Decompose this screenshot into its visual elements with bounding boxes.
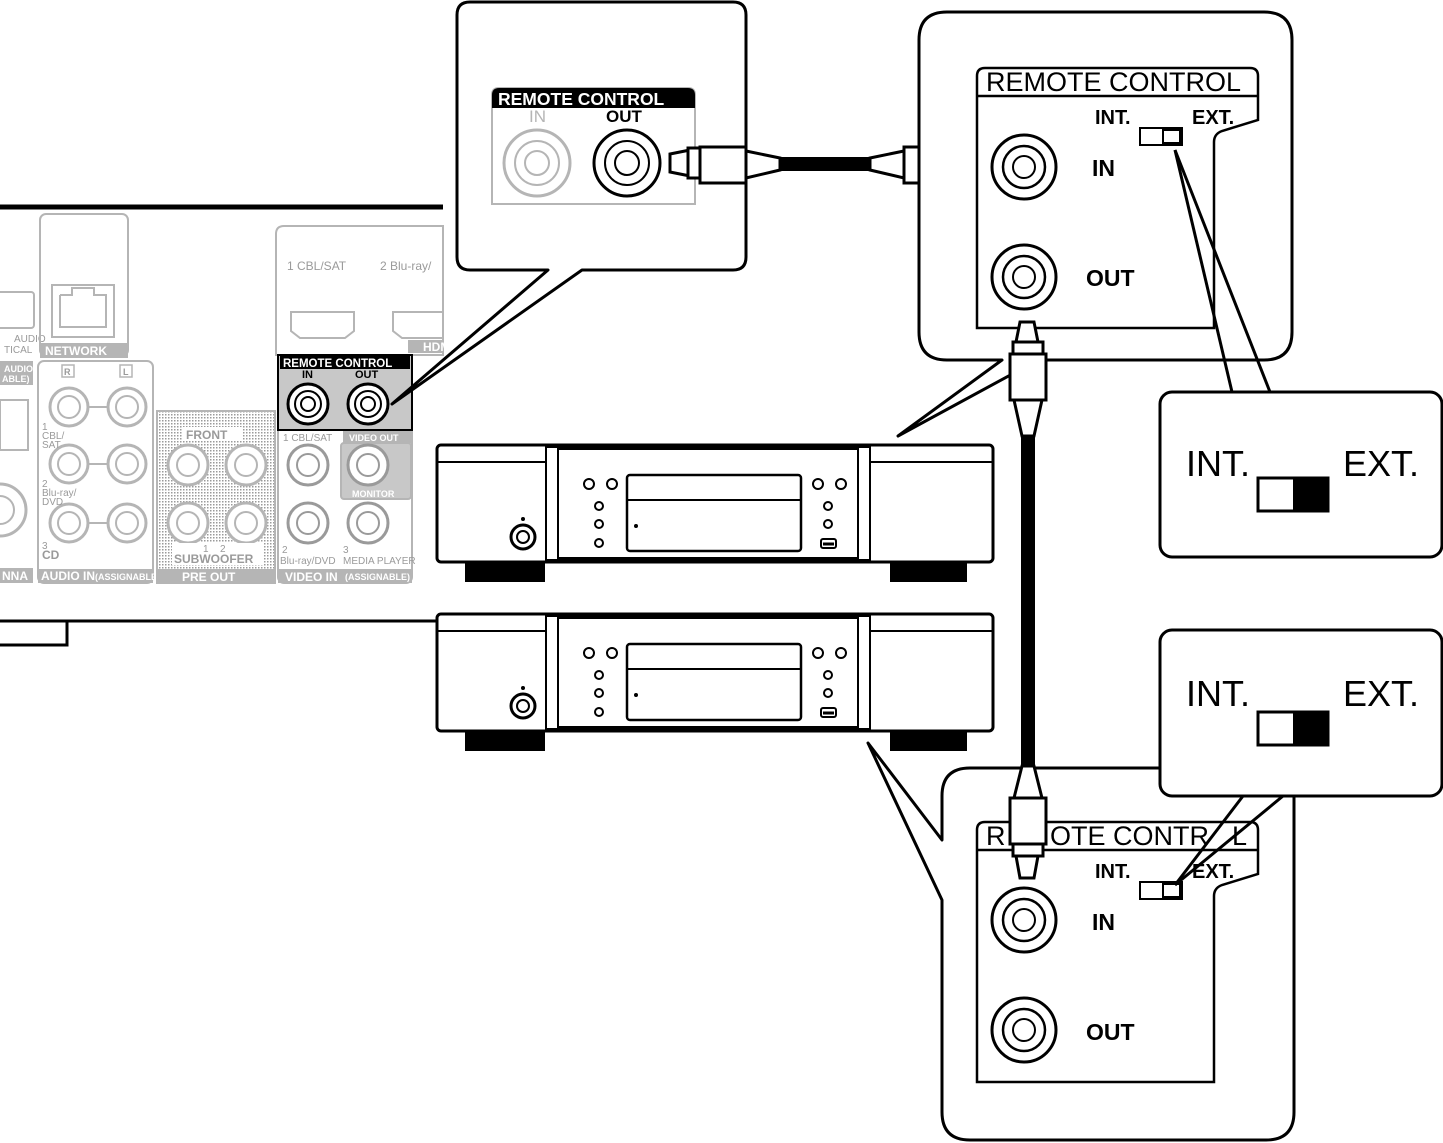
pre-out-label: PRE OUT — [182, 570, 236, 584]
network-label: NETWORK — [45, 344, 107, 358]
switch-bottom-int-label: INT. — [1186, 673, 1250, 714]
zoom-lines-top — [1173, 149, 1272, 393]
audio-3-name: CD — [42, 548, 60, 562]
pre-out-section: FRONT 1 2 SUBWOOFER PRE OUT — [156, 410, 276, 584]
callout-receiver-out: OUT — [606, 107, 643, 126]
audio-1-num: 1 — [42, 422, 48, 433]
network-port: NETWORK — [39, 213, 129, 358]
video-2-num: 2 — [282, 545, 288, 556]
optical-label-1: AUDIO — [14, 334, 46, 345]
audio-2-name: Blu-ray/ — [42, 488, 77, 499]
optical-input-area: AUDIO TICAL AUDIO IN ABLE) NNA — [0, 291, 46, 583]
callout-player-bottom-int: INT. — [1095, 861, 1131, 883]
receiver-remote-out: OUT — [355, 369, 379, 381]
audio-3-num: 3 — [42, 541, 48, 552]
cable-player-to-player — [1008, 320, 1048, 880]
zoom-lines-bottom — [1173, 794, 1284, 887]
switch-bottom-knob — [1293, 712, 1328, 745]
callout-receiver-in: IN — [529, 107, 546, 126]
audio-r-label: R — [64, 367, 71, 377]
receiver-remote-control: REMOTE CONTROL IN OUT — [277, 354, 413, 431]
video-3-name: MEDIA PLAYER — [343, 556, 416, 567]
hdmi-2-label: 2 Blu-ray/ — [380, 259, 432, 273]
callout-player-bottom-title-2: OTE CONTR — [1050, 821, 1209, 851]
subwoofer-label: SUBWOOFER — [174, 552, 254, 566]
optical-label-4: ABLE) — [2, 374, 30, 384]
video-2-name: Blu-ray/DVD — [280, 556, 336, 567]
sub-2-label: 2 — [220, 544, 226, 555]
player-top — [435, 443, 995, 582]
player-bottom — [435, 612, 995, 751]
video-3-num: 3 — [343, 545, 349, 556]
antenna-label: NNA — [2, 569, 28, 583]
audio-in-section: R L 1 CBL/ SAT 2 Blu-ray/ DVD 3 CD — [37, 360, 160, 584]
video-1-label: 1 CBL/SAT — [283, 433, 332, 444]
hdmi-label: HDM — [423, 340, 450, 354]
monitor-label: MONITOR — [352, 489, 395, 499]
receiver-rear-panel: AUDIO TICAL AUDIO IN ABLE) NNA NETWORK R… — [0, 204, 450, 647]
audio-in-assign: (ASSIGNABLE) — [95, 572, 160, 582]
audio-2-num: 2 — [42, 479, 48, 490]
callout-player-top-title: REMOTE CONTROL — [986, 67, 1241, 97]
callout-player-bottom-in: IN — [1092, 909, 1115, 935]
hdmi-section: 1 CBL/SAT 2 Blu-ray/ HDM — [275, 225, 450, 356]
callout-player-top-ext: EXT. — [1192, 107, 1234, 129]
audio-1-name2: SAT — [42, 440, 61, 451]
callout-player-top-out: OUT — [1086, 265, 1135, 291]
callout-player-bottom-title-1: R — [986, 821, 1006, 851]
front-label: FRONT — [186, 428, 228, 442]
audio-in-label: AUDIO IN — [41, 569, 95, 583]
switch-zoom-top: INT. EXT. — [1158, 390, 1443, 559]
switch-top-knob — [1293, 478, 1328, 511]
receiver-remote-label: REMOTE CONTROL — [283, 358, 392, 370]
callout-player-top-in: IN — [1092, 155, 1115, 181]
callout-player-top-int: INT. — [1095, 107, 1131, 129]
video-in-label: VIDEO IN — [285, 570, 338, 584]
callout-player-bottom-remote: R OTE CONTR L INT. EXT. IN OUT — [866, 741, 1296, 1142]
optical-label-2: TICAL — [4, 345, 33, 356]
switch-zoom-bottom: INT. EXT. — [1158, 628, 1443, 798]
sub-1-label: 1 — [203, 544, 209, 555]
callout-receiver-remote: REMOTE CONTROL IN OUT — [390, 0, 748, 406]
audio-2-name2: DVD — [42, 497, 63, 508]
callout-player-bottom-ext: EXT. — [1192, 861, 1234, 883]
callout-player-top-remote: REMOTE CONTROL INT. EXT. IN OUT — [896, 10, 1294, 438]
video-out-label: VIDEO OUT — [349, 433, 399, 443]
hdmi-1-label: 1 CBL/SAT — [287, 259, 347, 273]
optical-label-3: AUDIO IN — [4, 364, 45, 374]
receiver-remote-in: IN — [302, 369, 313, 381]
video-section: 1 CBL/SAT VIDEO OUT MONITOR 2 Blu-ray/DV… — [277, 424, 416, 584]
callout-player-bottom-out: OUT — [1086, 1019, 1135, 1045]
callout-receiver-title: REMOTE CONTROL — [498, 89, 665, 109]
switch-top-ext-label: EXT. — [1343, 443, 1419, 484]
audio-l-label: L — [123, 367, 129, 377]
video-in-assign: (ASSIGNABLE) — [345, 572, 410, 582]
switch-top-int-label: INT. — [1186, 443, 1250, 484]
switch-bottom-ext-label: EXT. — [1343, 673, 1419, 714]
audio-1-name: CBL/ — [42, 431, 64, 442]
